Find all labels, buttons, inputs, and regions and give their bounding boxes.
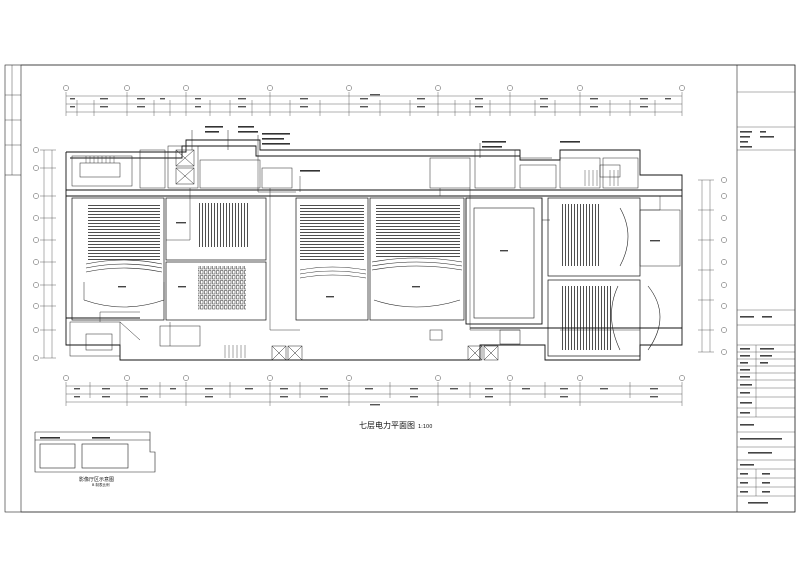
drawing-scale: 1:100 — [418, 424, 433, 430]
hall-2 — [165, 197, 267, 321]
hall-4 — [465, 197, 550, 325]
hall-3 — [295, 197, 465, 321]
power-wiring — [99, 150, 661, 346]
distribution-panel-labels — [205, 126, 580, 172]
seating-rows-icon — [300, 204, 364, 262]
elevator-icon — [175, 149, 499, 361]
top-dimension-lines — [66, 95, 682, 113]
screen-arc-icon — [373, 299, 461, 308]
left-grid-bubbles — [33, 147, 39, 361]
hall-5 — [547, 197, 681, 357]
screen-arc-icon — [83, 299, 165, 308]
bottom-dimension-lines — [66, 385, 682, 403]
stair-icon — [85, 156, 619, 358]
top-grid-bubbles — [63, 85, 685, 91]
hall-1 — [71, 197, 165, 321]
top-dimension-ticks — [65, 92, 683, 116]
screen-arc-icon — [647, 285, 661, 351]
seating-rows-icon — [88, 204, 160, 260]
right-dimension-lines — [701, 180, 711, 352]
inset-subtitle: B 制表比例 — [92, 483, 110, 487]
title-block — [736, 65, 795, 512]
building-outline — [65, 139, 683, 361]
bottom-grid-bubbles — [63, 375, 685, 381]
inset-title: 影像厅区示意图 — [79, 477, 115, 483]
outer-border — [4, 64, 796, 513]
seating-rows-icon — [198, 203, 248, 247]
drawing-title-text: 七层电力平面图 — [359, 421, 415, 430]
left-dimension-lines — [43, 150, 53, 358]
right-grid-bubbles — [721, 177, 727, 355]
seating-rows-icon — [560, 204, 600, 266]
inset-plan — [34, 431, 156, 473]
inner-border — [20, 64, 796, 513]
